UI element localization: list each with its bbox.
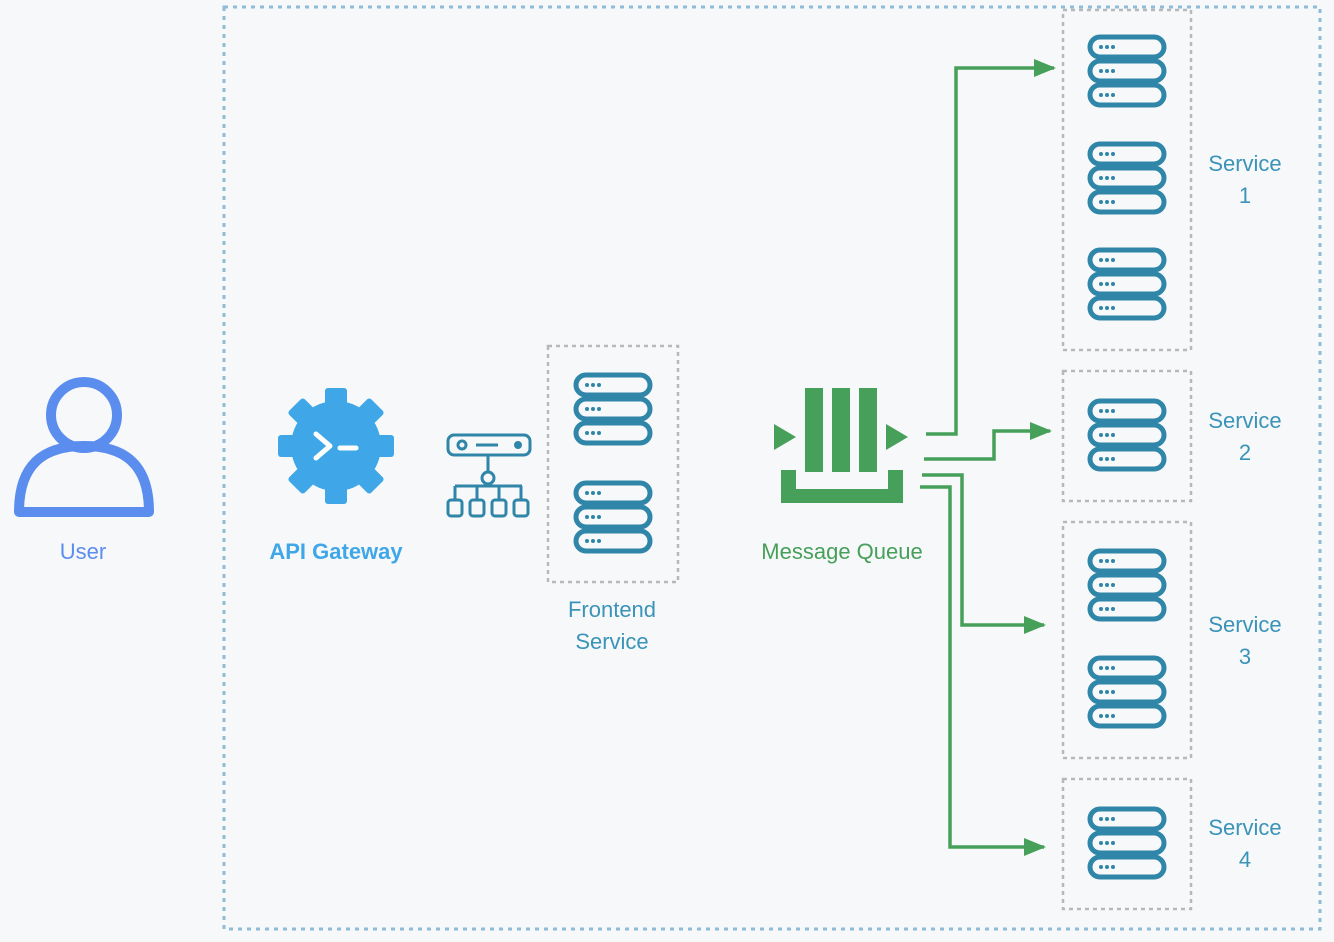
- arrow-to-service-3: [922, 473, 1046, 634]
- server-stack-icon: [576, 483, 650, 551]
- gear-terminal-icon: [278, 388, 394, 504]
- service-2-label: Service 2: [1208, 408, 1282, 465]
- queue-to-service-arrows: [920, 59, 1056, 856]
- server-stack-icon: [1090, 250, 1164, 318]
- api-gateway-label: API Gateway: [269, 539, 403, 564]
- server-stack-icon: [576, 375, 650, 443]
- service-1-label: Service 1: [1208, 151, 1282, 208]
- message-queue-label: Message Queue: [761, 539, 923, 564]
- person-icon: [14, 377, 154, 517]
- arrow-to-service-4: [920, 485, 1046, 856]
- queue-icon: [774, 388, 908, 503]
- arrow-to-service-1: [926, 59, 1056, 436]
- frontend-service-label: Frontend Service: [567, 597, 657, 654]
- service-4-label: Service 4: [1208, 815, 1282, 872]
- server-stack-icon: [1090, 144, 1164, 212]
- service-3-label: Service 3: [1208, 612, 1282, 669]
- server-stack-icon: [1090, 809, 1164, 877]
- service-3-group-border: [1061, 520, 1193, 760]
- system-boundary: [222, 5, 1322, 931]
- server-stack-icon: [1090, 551, 1164, 619]
- network-hub-icon: [446, 433, 532, 518]
- frontend-group-border: [546, 344, 680, 584]
- service-1-group-border: [1061, 8, 1193, 352]
- service-2-group-border: [1061, 369, 1193, 503]
- server-stack-icon: [1090, 658, 1164, 726]
- service-4-group-border: [1061, 777, 1193, 911]
- user-label: User: [59, 539, 107, 564]
- server-stack-icon: [1090, 401, 1164, 469]
- server-stack-icon: [1090, 37, 1164, 105]
- arrow-to-service-2: [924, 422, 1052, 461]
